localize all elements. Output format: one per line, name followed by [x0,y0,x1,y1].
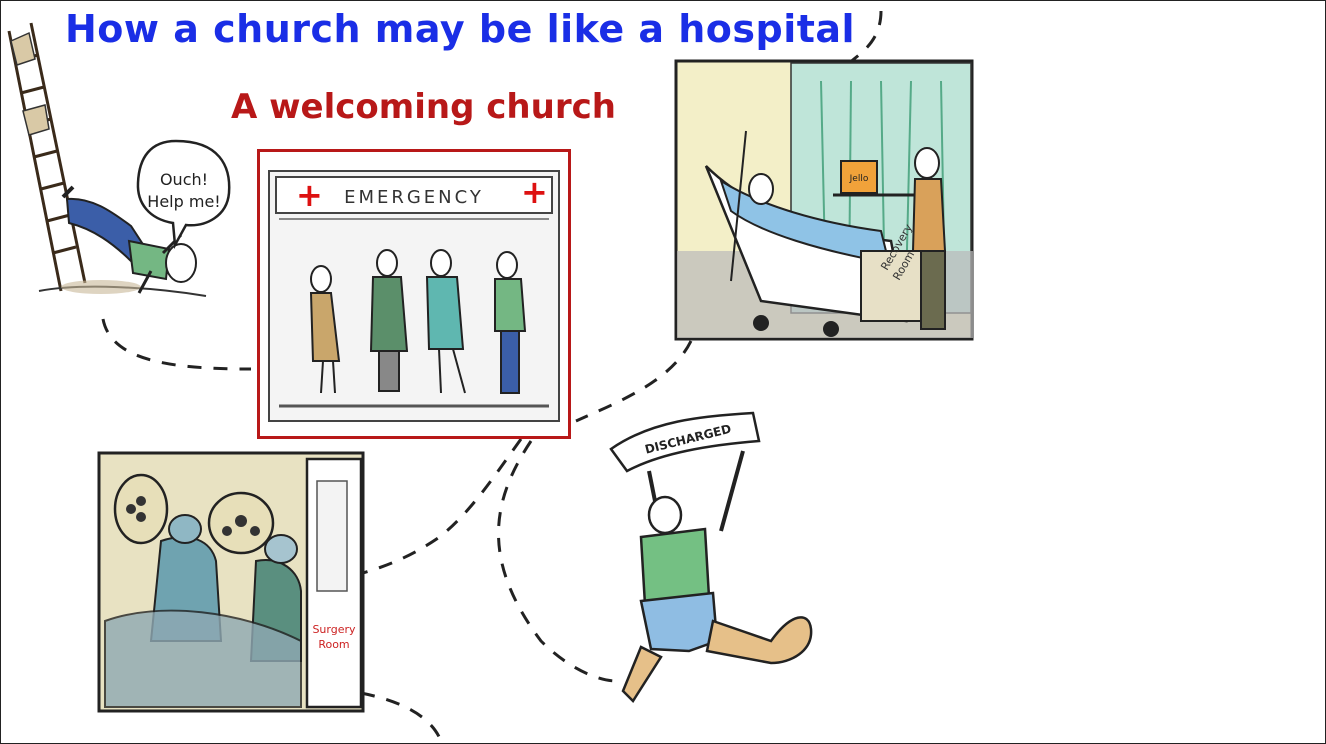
recovery-room-scene: Recovery Room Jello [676,61,973,339]
slide-title: How a church may be like a hospital [65,7,855,51]
slide-subtitle: A welcoming church [231,87,616,127]
speech-bubble-line-1: Ouch! [160,170,208,189]
surgery-room-label-line-1: Surgery [312,623,356,636]
surgery-room-scene: Surgery Room [99,453,363,711]
ladder-fall-scene: Ouch! Help me! [9,23,229,296]
emergency-highlight-box [257,149,571,439]
discharged-person: DISCHARGED [611,413,811,701]
speech-bubble: Ouch! Help me! [138,141,229,245]
speech-bubble-line-2: Help me! [147,192,220,211]
surgery-room-label-line-2: Room [318,638,349,651]
jello-label: Jello [849,174,869,184]
